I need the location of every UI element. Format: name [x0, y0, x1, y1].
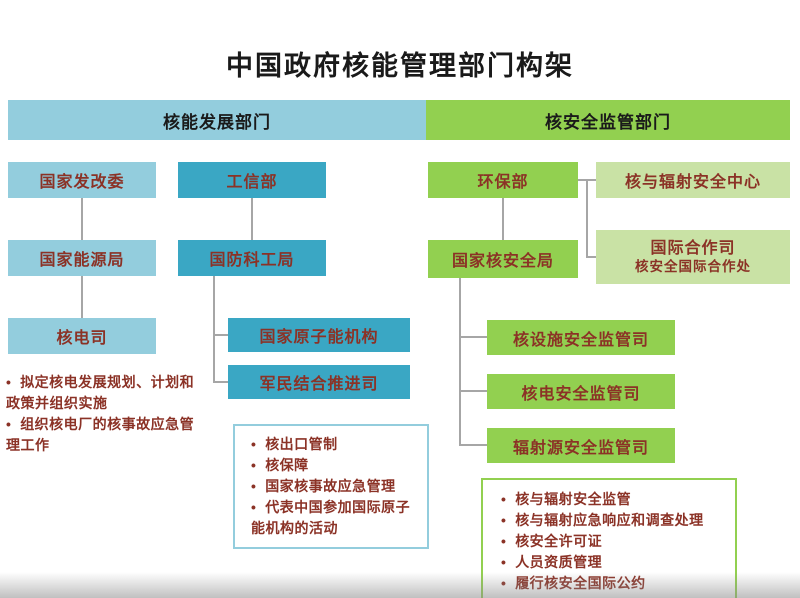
- box-international-cooperation-department: 国际合作司 核安全国际合作处: [596, 230, 790, 284]
- connector-branch-icd: [586, 256, 596, 258]
- box-civil-military-integration-department: 军民结合推进司: [228, 365, 410, 399]
- connector-branch-power: [459, 390, 487, 392]
- note-item: 核保障: [251, 455, 421, 476]
- header-development-departments: 核能发展部门: [8, 100, 426, 140]
- note-item: 核与辐射安全监管: [501, 489, 729, 510]
- note-item: 人员资质管理: [501, 552, 729, 573]
- box-national-energy-administration: 国家能源局: [8, 240, 156, 276]
- page-title: 中国政府核能管理部门构架: [226, 51, 574, 81]
- note-item: 核出口管制: [251, 434, 421, 455]
- connector-nea-npd: [81, 276, 83, 318]
- box-national-nuclear-safety-administration: 国家核安全局: [428, 240, 578, 278]
- connector-nnsa-branch-vertical: [459, 278, 461, 445]
- note-item: 拟定核电发展规划、计划和政策并组织实施: [6, 372, 206, 414]
- note-item: 代表中国参加国际原子能机构的活动: [251, 497, 421, 539]
- note-sastind-duties: 核出口管制 核保障 国家核事故应急管理 代表中国参加国际原子能机构的活动: [233, 424, 429, 549]
- connector-nsc-icd-vertical: [586, 179, 588, 257]
- connector-branch-cmi: [213, 381, 228, 383]
- box-nuclear-power-department: 核电司: [8, 318, 156, 354]
- note-item: 国家核事故应急管理: [251, 476, 421, 497]
- header-safety-departments: 核安全监管部门: [426, 100, 790, 140]
- box-atomic-energy-authority: 国家原子能机构: [228, 318, 410, 352]
- box-environment-ministry: 环保部: [428, 162, 578, 198]
- connector-ndrc-nea: [81, 198, 83, 240]
- note-item: 组织核电厂的核事故应急管理工作: [6, 414, 206, 456]
- connector-branch-facility: [459, 336, 487, 338]
- icd-title: 国际合作司: [650, 239, 736, 257]
- connector-miit-sastind: [251, 198, 253, 240]
- box-radiation-source-supervision: 辐射源安全监管司: [487, 428, 675, 463]
- box-ndrc: 国家发改委: [8, 162, 156, 198]
- connector-branch-radiation: [459, 444, 487, 446]
- note-item: 核安全许可证: [501, 531, 729, 552]
- connector-mep-nnsa: [502, 198, 504, 240]
- box-power-safety-supervision: 核电安全监管司: [487, 374, 675, 409]
- box-facility-safety-supervision: 核设施安全监管司: [487, 320, 675, 355]
- box-sastind: 国防科工局: [178, 240, 326, 276]
- page-bottom-shadow: [0, 572, 800, 598]
- box-miit: 工信部: [178, 162, 326, 198]
- note-item: 核与辐射应急响应和调查处理: [501, 510, 729, 531]
- connector-sastind-branch-vertical: [213, 276, 215, 383]
- box-nuclear-radiation-safety-center: 核与辐射安全中心: [596, 162, 790, 198]
- icd-subtitle: 核安全国际合作处: [635, 258, 751, 274]
- connector-branch-caea: [213, 334, 228, 336]
- note-energy-administration-duties: 拟定核电发展规划、计划和政策并组织实施 组织核电厂的核事故应急管理工作: [6, 372, 206, 456]
